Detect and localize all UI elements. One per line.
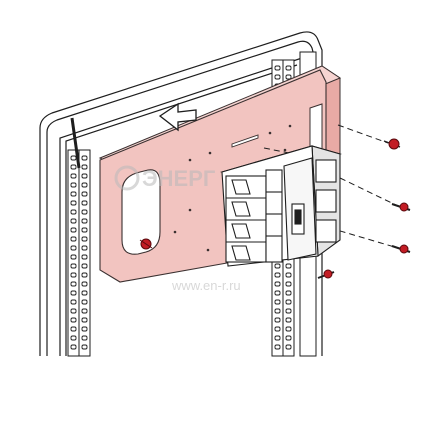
rail-hole bbox=[70, 227, 77, 233]
rail-hole bbox=[274, 326, 281, 332]
rail-hole bbox=[70, 200, 77, 206]
watermark-url: www.en-r.ru bbox=[171, 278, 241, 293]
rail-hole bbox=[70, 308, 77, 314]
rail-hole bbox=[81, 326, 88, 332]
rail-hole bbox=[81, 263, 88, 269]
rail-hole bbox=[81, 191, 88, 197]
rail-hole bbox=[70, 218, 77, 224]
rail-hole bbox=[81, 344, 88, 350]
enclosure-frame bbox=[39, 31, 323, 356]
rail-hole bbox=[70, 182, 77, 188]
rail-hole bbox=[70, 254, 77, 260]
rail-hole bbox=[70, 164, 77, 170]
rail-hole bbox=[285, 290, 292, 296]
rail-hole bbox=[274, 299, 281, 305]
rail-hole bbox=[274, 65, 281, 71]
rail-hole bbox=[274, 317, 281, 323]
rail-hole bbox=[285, 74, 292, 80]
rail-hole bbox=[285, 335, 292, 341]
rail-hole bbox=[81, 173, 88, 179]
rail-hole bbox=[70, 299, 77, 305]
rail-hole bbox=[81, 218, 88, 224]
left-rail-holes bbox=[70, 155, 88, 350]
rail-hole bbox=[70, 344, 77, 350]
rail-hole bbox=[81, 245, 88, 251]
rail-hole bbox=[285, 299, 292, 305]
rail-hole bbox=[70, 155, 77, 161]
circuit-breaker bbox=[219, 145, 342, 267]
rail-hole bbox=[70, 290, 77, 296]
screw-plate-left bbox=[139, 238, 153, 250]
rail-hole bbox=[81, 227, 88, 233]
screw-bottom bbox=[317, 269, 335, 279]
screw-top-right bbox=[383, 138, 401, 150]
rail-hole bbox=[81, 290, 88, 296]
rail-hole bbox=[285, 344, 292, 350]
rail-hole bbox=[81, 299, 88, 305]
rail-hole bbox=[81, 281, 88, 287]
rail-hole bbox=[70, 191, 77, 197]
rail-hole bbox=[81, 182, 88, 188]
screw-icon bbox=[399, 202, 409, 212]
rail-hole bbox=[81, 164, 88, 170]
rail-hole bbox=[274, 335, 281, 341]
rail-hole bbox=[81, 317, 88, 323]
rail-hole bbox=[70, 335, 77, 341]
rail-hole bbox=[285, 308, 292, 314]
rail-hole bbox=[81, 155, 88, 161]
rail-hole bbox=[274, 263, 281, 269]
install-direction-arrow-icon bbox=[158, 102, 197, 132]
rail-hole bbox=[81, 236, 88, 242]
rail-hole bbox=[274, 290, 281, 296]
rail-hole bbox=[274, 344, 281, 350]
rail-hole bbox=[70, 236, 77, 242]
screw-icon bbox=[399, 244, 409, 254]
rail-hole bbox=[70, 209, 77, 215]
rail-hole bbox=[81, 209, 88, 215]
watermark: ЭНЕРГ www.en-r.ru bbox=[114, 165, 241, 293]
rail-hole bbox=[274, 308, 281, 314]
rail-hole bbox=[70, 317, 77, 323]
watermark-logo-icon bbox=[114, 165, 140, 191]
screw-mid-right bbox=[391, 202, 411, 212]
rail-hole bbox=[70, 272, 77, 278]
rail-hole bbox=[285, 263, 292, 269]
screw-icon bbox=[388, 138, 400, 150]
rail-hole bbox=[285, 317, 292, 323]
rail-hole bbox=[274, 272, 281, 278]
rail-hole bbox=[274, 74, 281, 80]
rail-hole bbox=[285, 326, 292, 332]
rail-hole bbox=[285, 65, 292, 71]
rail-hole bbox=[81, 308, 88, 314]
rail-hole bbox=[70, 173, 77, 179]
rail-hole bbox=[81, 254, 88, 260]
rail-hole bbox=[285, 272, 292, 278]
rail-hole bbox=[70, 245, 77, 251]
watermark-brand: ЭНЕРГ bbox=[142, 166, 216, 191]
rail-hole bbox=[81, 272, 88, 278]
rail-hole bbox=[285, 281, 292, 287]
rail-hole bbox=[274, 281, 281, 287]
screw-low-right bbox=[391, 244, 411, 254]
screw-icon bbox=[323, 269, 333, 279]
rail-hole bbox=[70, 281, 77, 287]
rail-hole bbox=[70, 263, 77, 269]
screwdriver bbox=[70, 117, 81, 169]
left-rail bbox=[67, 149, 91, 357]
rail-hole bbox=[70, 326, 77, 332]
rail-hole bbox=[81, 200, 88, 206]
rail-hole bbox=[81, 335, 88, 341]
